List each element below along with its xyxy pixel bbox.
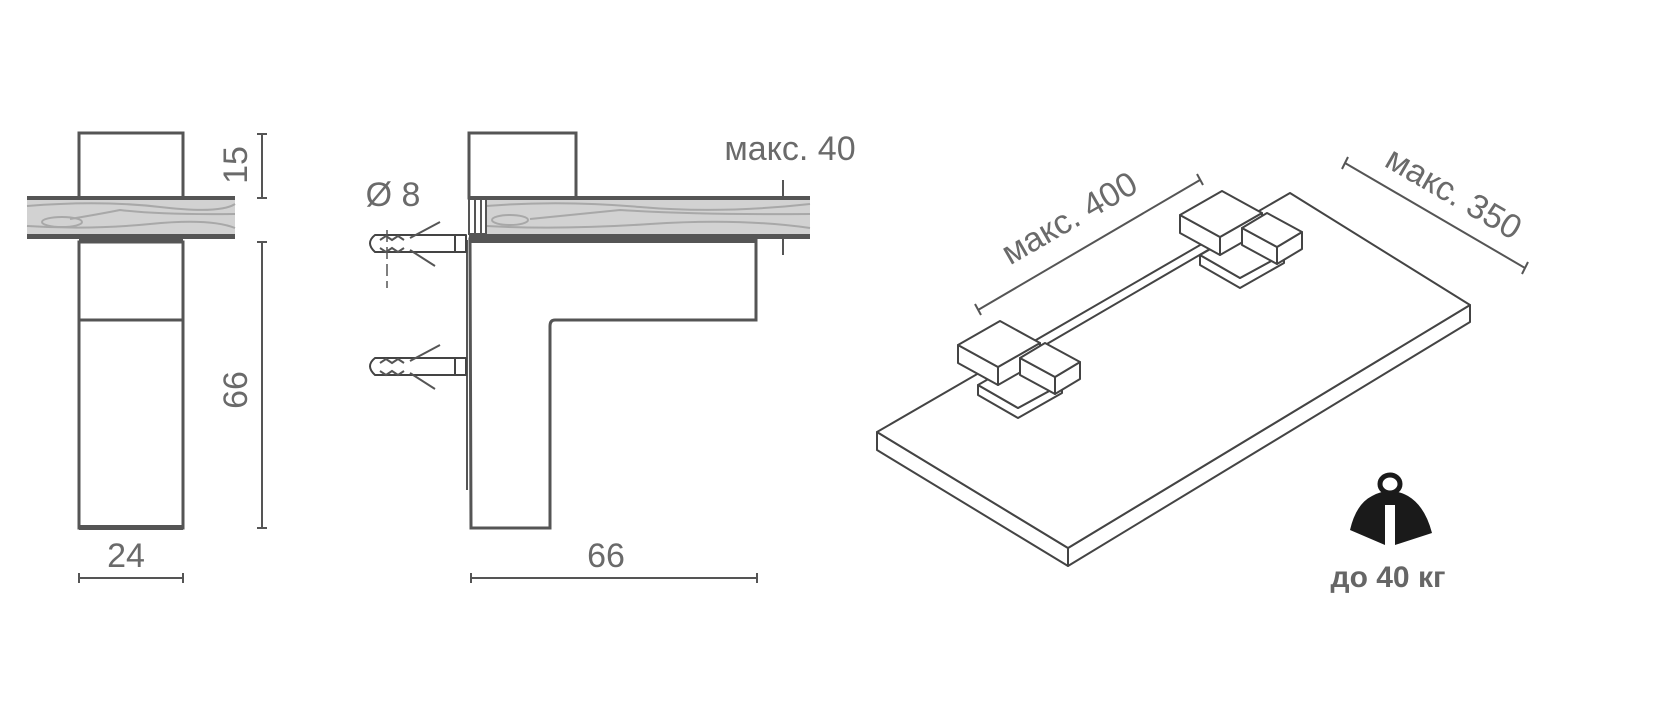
iso-bracket-near [957,320,1081,419]
dim-height-top: 15 [217,133,267,199]
dowel-bottom [369,344,467,390]
bracket-top-block [77,131,185,200]
load-indicator: до 40 кг [1331,472,1446,594]
dim-depth: 66 [470,537,758,583]
wood-shelf-front [26,196,236,239]
bracket-bottom-block [77,240,185,530]
dim-label-66-height: 66 [217,371,255,409]
weight-icon [1350,472,1432,545]
dim-label-max-40: макс. 40 [724,130,855,168]
dim-label-66-depth: 66 [587,537,625,575]
bracket-connection-line [1039,245,1216,349]
dim-height-bottom: 66 [217,241,267,529]
dim-width: 24 [78,537,184,583]
bracket-profile [468,237,758,530]
dim-shelf-thickness: макс. 40 [724,130,856,255]
load-label: до 40 кг [1331,561,1446,594]
wood-shelf-side [468,196,811,239]
dim-label-diameter: Ø 8 [366,176,421,214]
side-view: Ø 8 макс. 40 66 [366,130,856,583]
dim-label-24: 24 [107,537,145,575]
iso-bracket-far [1179,190,1303,289]
dim-label-15: 15 [217,146,255,184]
glass-shelf [876,192,1471,567]
bracket-top-block-side [467,131,578,200]
dowel-top [369,221,467,267]
dim-label-max-350: макс. 350 [1379,139,1528,247]
dim-dowel-diameter: Ø 8 [366,176,421,288]
front-view: 15 66 24 [26,131,267,583]
iso-view: макс. 400 макс. 350 [876,139,1529,567]
